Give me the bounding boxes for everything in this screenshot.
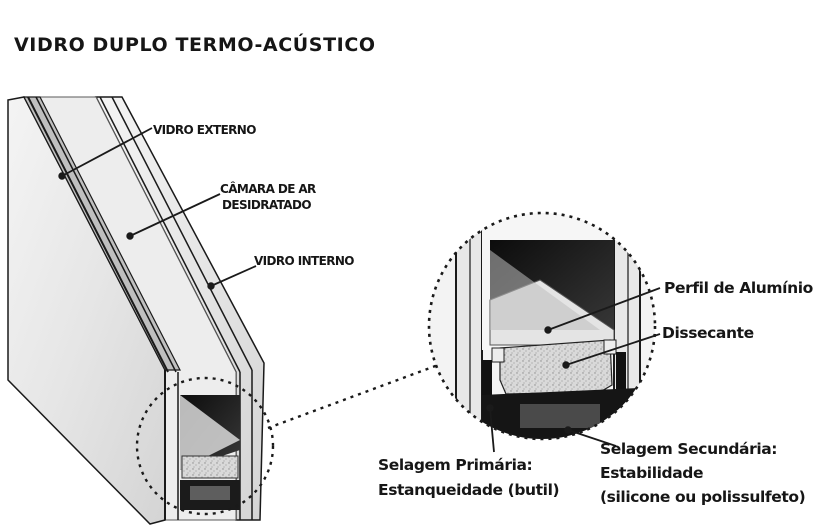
label-primary-seal-line2: Estanqueidade (butil) <box>378 481 560 499</box>
zoom-connector-line <box>267 363 439 430</box>
desiccant <box>499 339 613 395</box>
label-air-chamber-line1: CÂMARA DE AR <box>220 182 316 196</box>
label-secondary-seal-line3: (silicone ou polissulfeto) <box>600 488 806 506</box>
label-primary-seal-line1: Selagem Primária: <box>378 456 533 474</box>
label-aluminium-profile: Perfil de Alumínio <box>664 279 813 297</box>
label-inner-glass: VIDRO INTERNO <box>254 254 355 268</box>
label-secondary-seal-line2: Estabilidade <box>600 464 704 482</box>
desiccant-small <box>181 455 239 479</box>
primary-seal <box>482 360 492 410</box>
detail-outer-glass <box>455 213 483 439</box>
magnified-detail <box>427 211 657 441</box>
detail-marker-circle <box>135 376 275 516</box>
window-unit <box>7 96 275 525</box>
label-air-chamber-line2: DESIDRATADO <box>222 198 312 212</box>
diagram-title: VIDRO DUPLO TERMO-ACÚSTICO <box>14 34 376 56</box>
detail-inner-glass <box>613 213 641 439</box>
label-secondary-seal-line1: Selagem Secundária: <box>600 440 778 458</box>
label-outer-glass: VIDRO EXTERNO <box>153 123 256 137</box>
label-desiccant: Dissecante <box>662 324 754 342</box>
leader-lines <box>58 127 661 453</box>
